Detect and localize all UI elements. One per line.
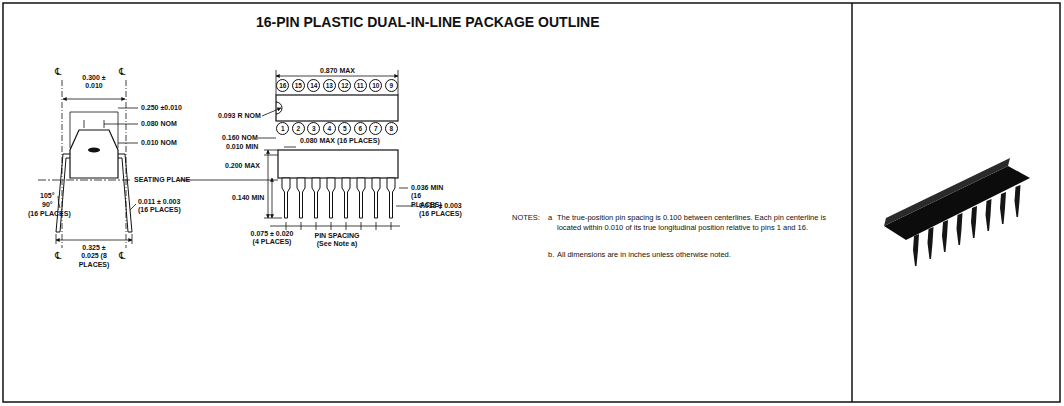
dimension-label: 0.010 MIN bbox=[226, 143, 258, 151]
chip-leg bbox=[986, 199, 992, 231]
chip-leg bbox=[913, 234, 919, 266]
note-text: The true-position pin spacing is 0.100 b… bbox=[557, 213, 847, 233]
dimension-label: 0.200 MAX bbox=[225, 162, 260, 170]
dimension-label: 0.080 MAX (16 PLACES) bbox=[300, 137, 380, 145]
pin-number: 5 bbox=[339, 123, 350, 134]
pin-number-circle: 3 bbox=[307, 122, 320, 135]
pin-number-circle: 7 bbox=[369, 122, 382, 135]
pin-number: 15 bbox=[293, 80, 304, 91]
dimension-label: 0.010 NOM bbox=[141, 139, 177, 147]
pin-number-circle: 9 bbox=[385, 79, 398, 92]
dimension-label: 0.080 NOM bbox=[141, 120, 177, 128]
pin-number-circle: 10 bbox=[369, 79, 382, 92]
pin-number: 12 bbox=[339, 80, 350, 91]
pin-number-circle: 14 bbox=[307, 79, 320, 92]
pin-number-circle: 16 bbox=[276, 79, 289, 92]
dimension-label: 0.325 ± 0.025 (8 PLACES) bbox=[74, 244, 114, 269]
pin-number: 16 bbox=[277, 80, 288, 91]
centerline-symbol: ℄ bbox=[119, 66, 125, 78]
chip-leg bbox=[957, 213, 963, 245]
dimension-label: 0.075 ± 0.020 (4 PLACES) bbox=[250, 230, 294, 247]
pin-number: 7 bbox=[370, 123, 381, 134]
note-text: NOTES: bbox=[512, 213, 540, 223]
pin-number: 13 bbox=[324, 80, 335, 91]
dimension-label: 0.160 NOM bbox=[222, 134, 258, 142]
lead bbox=[312, 178, 320, 218]
pin-number-circle: 4 bbox=[323, 122, 336, 135]
dimension-label: 0.300 ± 0.010 bbox=[74, 74, 114, 91]
dimension-label: PIN SPACING (See Note a) bbox=[312, 232, 362, 249]
pin-number: 14 bbox=[308, 80, 319, 91]
pin-number-circle: 5 bbox=[338, 122, 351, 135]
chip-leg bbox=[928, 227, 934, 259]
pin-number: 11 bbox=[355, 80, 366, 91]
lead bbox=[327, 178, 335, 218]
lead bbox=[342, 178, 350, 218]
centerline-symbol: ℄ bbox=[55, 250, 61, 262]
pin-number: 6 bbox=[355, 123, 366, 134]
pin-number: 1 bbox=[277, 123, 288, 134]
centerline-symbol: ℄ bbox=[55, 66, 61, 78]
pin-number-circle: 15 bbox=[292, 79, 305, 92]
dimension-label: 90° bbox=[42, 201, 53, 209]
pin-number-circle: 13 bbox=[323, 79, 336, 92]
note-text: All dimensions are in inches unless othe… bbox=[557, 250, 847, 260]
chip-leg bbox=[942, 220, 948, 252]
pin-number-circle: 12 bbox=[338, 79, 351, 92]
lead bbox=[387, 178, 395, 218]
note-text: b. bbox=[548, 250, 554, 260]
pin-number-circle: 1 bbox=[276, 122, 289, 135]
dimension-label: 105° bbox=[40, 192, 54, 200]
dimension-label: 0.250 ±0.010 bbox=[141, 104, 182, 112]
dimension-label: SEATING PLANE bbox=[134, 176, 190, 184]
pin-number: 3 bbox=[308, 123, 319, 134]
pin-number-circle: 8 bbox=[385, 122, 398, 135]
pin-number-circle: 2 bbox=[292, 122, 305, 135]
dimension-label: 0.140 MIN bbox=[232, 194, 264, 202]
drawing-title: 16-PIN PLASTIC DUAL-IN-LINE PACKAGE OUTL… bbox=[256, 14, 600, 30]
dimension-label: 0.870 MAX bbox=[320, 67, 355, 75]
pin-number: 4 bbox=[324, 123, 335, 134]
chip-leg bbox=[1015, 185, 1021, 217]
pin-number: 9 bbox=[386, 80, 397, 91]
chip-leg bbox=[971, 206, 977, 238]
pin-number-circle: 6 bbox=[354, 122, 367, 135]
note-text: a bbox=[548, 213, 552, 223]
pin-number: 8 bbox=[386, 123, 397, 134]
chip-leg bbox=[1000, 192, 1006, 224]
pin-number-circle: 11 bbox=[354, 79, 367, 92]
centerline-symbol: ℄ bbox=[119, 250, 125, 262]
lead bbox=[372, 178, 380, 218]
dimension-label: 0.011 ± 0.003 (16 PLACES) bbox=[138, 198, 182, 215]
dimension-label: (16 PLACES) bbox=[28, 210, 71, 218]
lead bbox=[297, 178, 305, 218]
pin-number: 2 bbox=[293, 123, 304, 134]
dimension-label: 0.018 ± 0.003 (16 PLACES) bbox=[419, 202, 467, 219]
pin-number: 10 bbox=[370, 80, 381, 91]
dimension-label: 0.093 R NOM bbox=[218, 112, 261, 120]
lead bbox=[357, 178, 365, 218]
lead bbox=[282, 178, 290, 218]
